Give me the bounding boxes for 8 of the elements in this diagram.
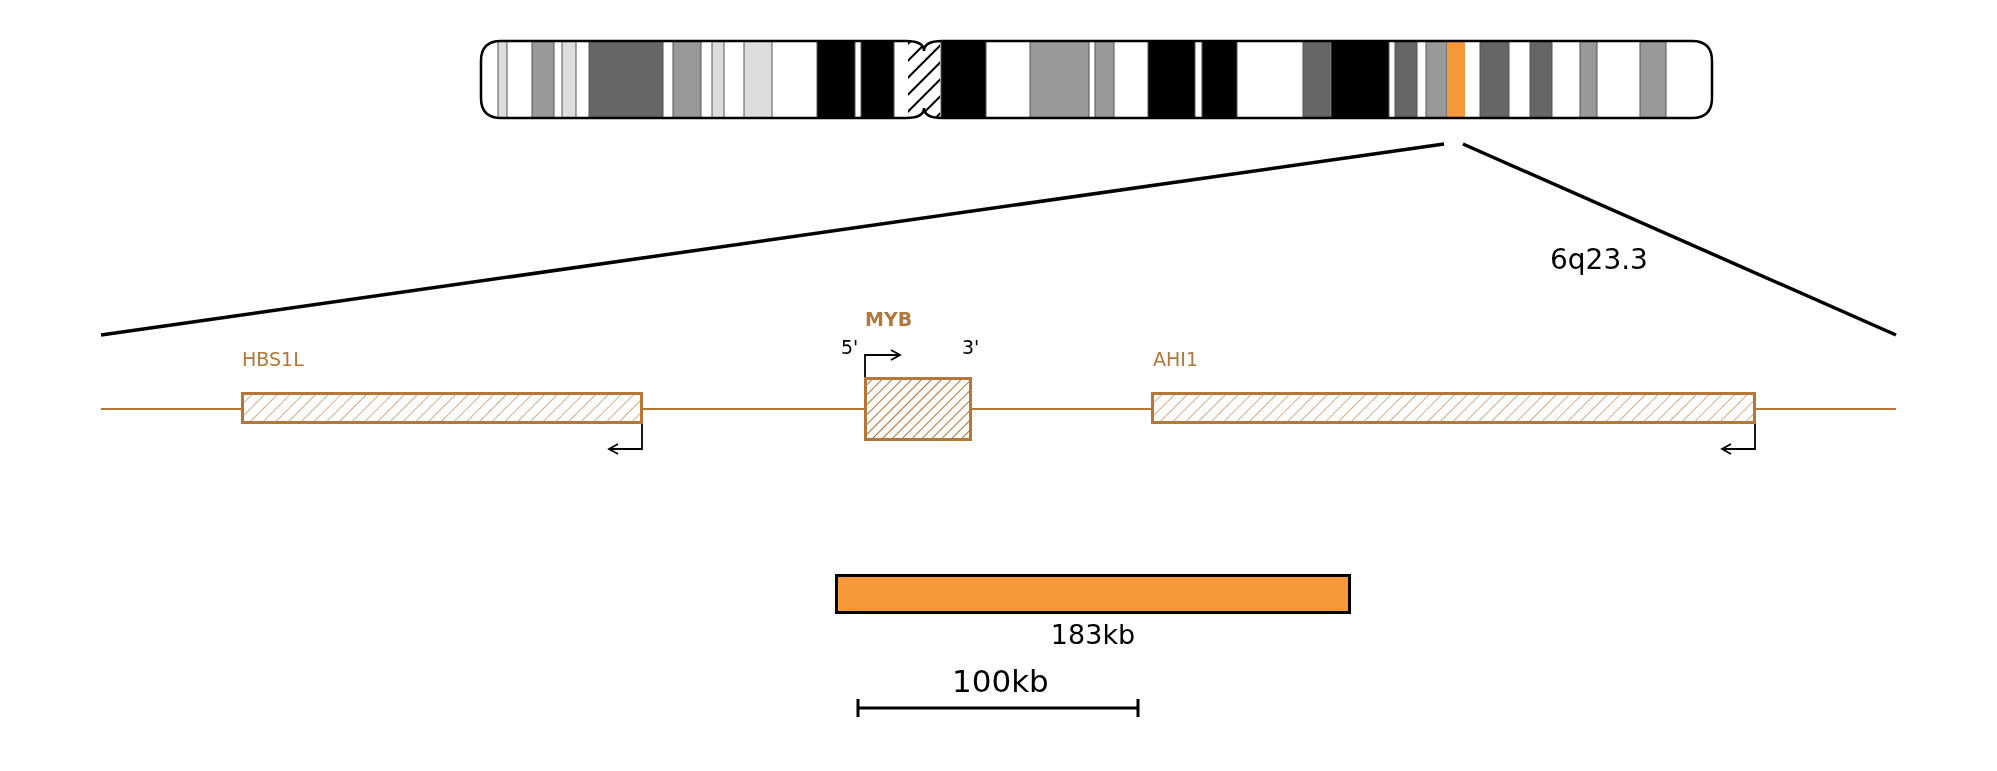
band-label: 6q23.3: [1550, 246, 1648, 274]
gene-label: HBS1L: [242, 350, 304, 369]
scale-label: 100kb: [952, 666, 1049, 697]
end-label: 5': [841, 338, 859, 357]
gene-label: MYB: [865, 310, 913, 329]
probe-size-label: 183kb: [1049, 621, 1137, 648]
gene-label: AHI1: [1153, 350, 1198, 369]
end-label: 3': [962, 338, 980, 357]
